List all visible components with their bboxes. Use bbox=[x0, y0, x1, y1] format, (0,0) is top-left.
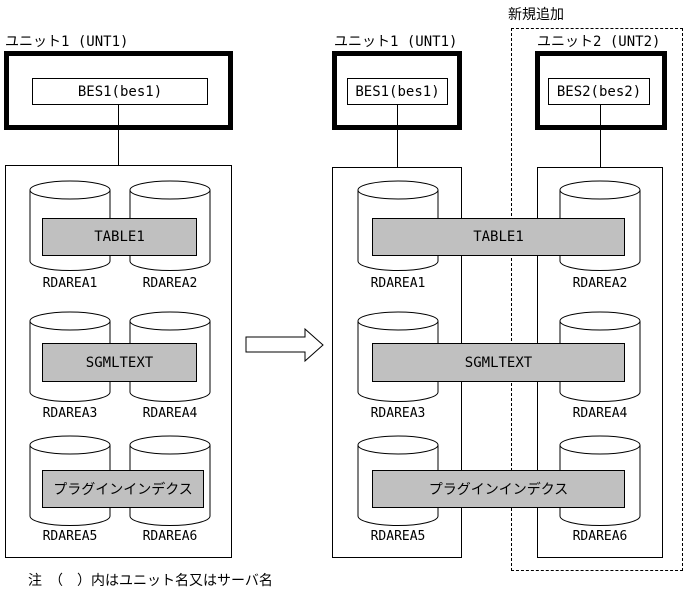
new-addition-label: 新規追加 bbox=[508, 7, 564, 23]
footnote: 注 （ ）内はユニット名又はサーバ名 bbox=[28, 573, 273, 589]
before-server-bes1: BES1(bes1) bbox=[32, 78, 208, 105]
new-addition-dashed-box bbox=[511, 28, 683, 571]
before-rdarea2-label: RDAREA2 bbox=[142, 276, 198, 291]
after-rdarea4-label: RDAREA4 bbox=[572, 406, 628, 421]
before-storage-container bbox=[5, 165, 232, 558]
before-rdarea4-label: RDAREA4 bbox=[142, 406, 198, 421]
after-bar-table1: TABLE1 bbox=[372, 218, 625, 256]
before-connector-line bbox=[118, 105, 119, 165]
before-bar-plugin-index: プラグインインデクス bbox=[42, 470, 204, 508]
after-bar-sgmltext: SGMLTEXT bbox=[372, 343, 625, 382]
before-rdarea6-label: RDAREA6 bbox=[142, 529, 198, 544]
after-unit1-connector-line bbox=[397, 105, 398, 167]
after-rdarea5-label: RDAREA5 bbox=[370, 529, 426, 544]
after-unit1-label: ユニット1 (UNT1) bbox=[334, 34, 458, 50]
before-unit1-label: ユニット1 (UNT1) bbox=[5, 34, 129, 50]
before-bar-table1: TABLE1 bbox=[42, 218, 197, 256]
after-rdarea1-label: RDAREA1 bbox=[370, 276, 426, 291]
after-server-bes1: BES1(bes1) bbox=[347, 78, 448, 105]
after-unit2-connector-line bbox=[600, 105, 601, 167]
after-server-bes2: BES2(bes2) bbox=[548, 78, 650, 105]
transition-arrow-icon bbox=[245, 327, 324, 363]
after-unit2-label: ユニット2 (UNT2) bbox=[537, 34, 661, 50]
after-rdarea2-label: RDAREA2 bbox=[572, 276, 628, 291]
before-rdarea3-label: RDAREA3 bbox=[42, 406, 98, 421]
after-rdarea6-label: RDAREA6 bbox=[572, 529, 628, 544]
after-rdarea3-label: RDAREA3 bbox=[370, 406, 426, 421]
before-rdarea5-label: RDAREA5 bbox=[42, 529, 98, 544]
before-rdarea1-label: RDAREA1 bbox=[42, 276, 98, 291]
before-bar-sgmltext: SGMLTEXT bbox=[42, 343, 197, 382]
after-bar-plugin-index: プラグインインデクス bbox=[372, 470, 625, 508]
